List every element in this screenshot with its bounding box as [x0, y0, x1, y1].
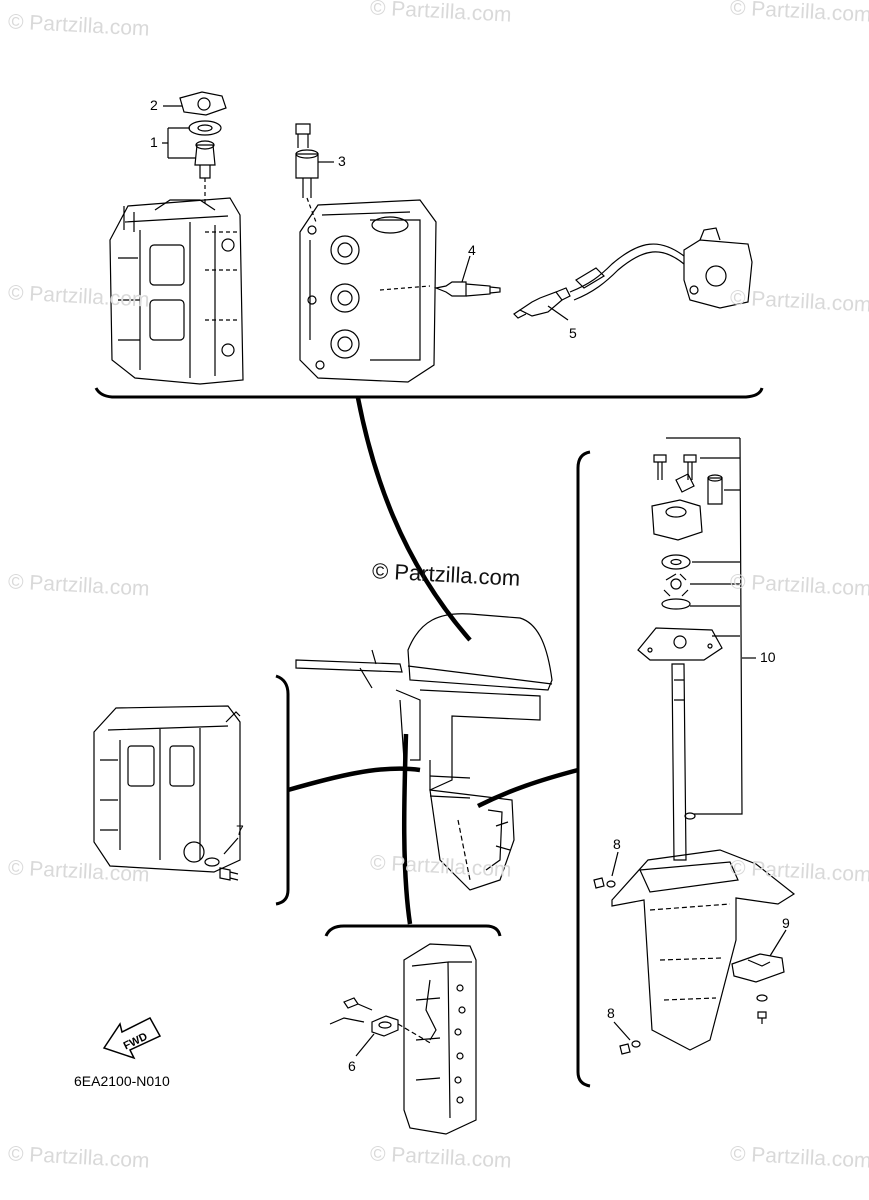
left-group-bracket	[275, 674, 290, 906]
callout-8-lower[interactable]: 8	[607, 1005, 615, 1021]
impeller-seal	[661, 554, 691, 570]
bottom-group-bracket	[324, 924, 502, 937]
cowling	[407, 613, 553, 691]
lower-casing	[429, 789, 515, 891]
upper-casing	[419, 689, 541, 791]
anode-screw-wire	[329, 997, 433, 1045]
leader-top-to-cowling	[355, 397, 472, 642]
fuel-hose	[569, 243, 685, 301]
callout-9[interactable]: 9	[782, 915, 790, 931]
fwd-label: FWD	[122, 1031, 150, 1053]
fwd-arrow-icon	[102, 1017, 162, 1060]
callout-4[interactable]: 4	[468, 242, 476, 258]
bracket	[395, 689, 421, 761]
thermostat-seal	[188, 120, 222, 136]
o-ring	[661, 598, 691, 610]
right-group-bracket	[576, 450, 591, 1088]
thermostat-cover-gasket	[179, 91, 227, 116]
tiller-handle	[295, 659, 403, 673]
leader-6	[355, 1033, 375, 1057]
callout-5[interactable]: 5	[569, 325, 577, 341]
fuel-pump	[683, 227, 753, 309]
leader-9	[769, 929, 787, 957]
callout-2[interactable]: 2	[150, 97, 158, 113]
callout-1[interactable]: 1	[150, 134, 158, 150]
leader-motor-to-bottom	[401, 733, 413, 925]
leader-8b	[613, 1021, 631, 1041]
drive-shaft	[671, 663, 696, 861]
callout-10[interactable]: 10	[760, 649, 776, 665]
leader-8a	[611, 851, 619, 877]
trim-anode	[731, 953, 785, 983]
cylinder-head-drawing	[299, 199, 437, 383]
leader-left-to-motor	[287, 766, 421, 793]
outboard-motor-drawing	[295, 613, 553, 891]
top-group-bracket	[94, 387, 764, 399]
diagram-code: 6EA2100-N010	[74, 1073, 170, 1089]
outer-plate-cartridge	[637, 627, 723, 661]
leader-7	[223, 837, 239, 855]
lower-unit-casing	[611, 849, 796, 1051]
pump-collar	[707, 474, 723, 505]
small-anode	[371, 1015, 399, 1037]
anode-washer-bolt	[756, 994, 768, 1024]
leader-4	[461, 255, 471, 283]
callout-3[interactable]: 3	[338, 153, 346, 169]
callout-6[interactable]: 6	[348, 1058, 356, 1074]
drain-screw-gasket	[204, 857, 239, 881]
leader-10	[666, 437, 743, 815]
pump-bolts	[653, 454, 697, 480]
water-pump-housing	[651, 473, 703, 541]
clamp-bracket-drawing	[403, 943, 477, 1135]
anode-assembly	[295, 123, 319, 223]
callout-8-upper[interactable]: 8	[613, 836, 621, 852]
fuel-joint	[513, 287, 571, 319]
impeller	[663, 573, 689, 597]
spark-plug	[433, 281, 501, 297]
exhaust-guide-drawing	[93, 705, 241, 873]
leader-right-to-motor	[476, 767, 579, 809]
thermostat	[194, 140, 216, 205]
drain-plug-upper	[593, 877, 616, 889]
drain-plug-lower	[619, 1040, 641, 1055]
leader-5	[547, 305, 569, 321]
leader-1	[162, 127, 196, 159]
cylinder-block-drawing	[109, 197, 244, 385]
callout-7[interactable]: 7	[236, 822, 244, 838]
